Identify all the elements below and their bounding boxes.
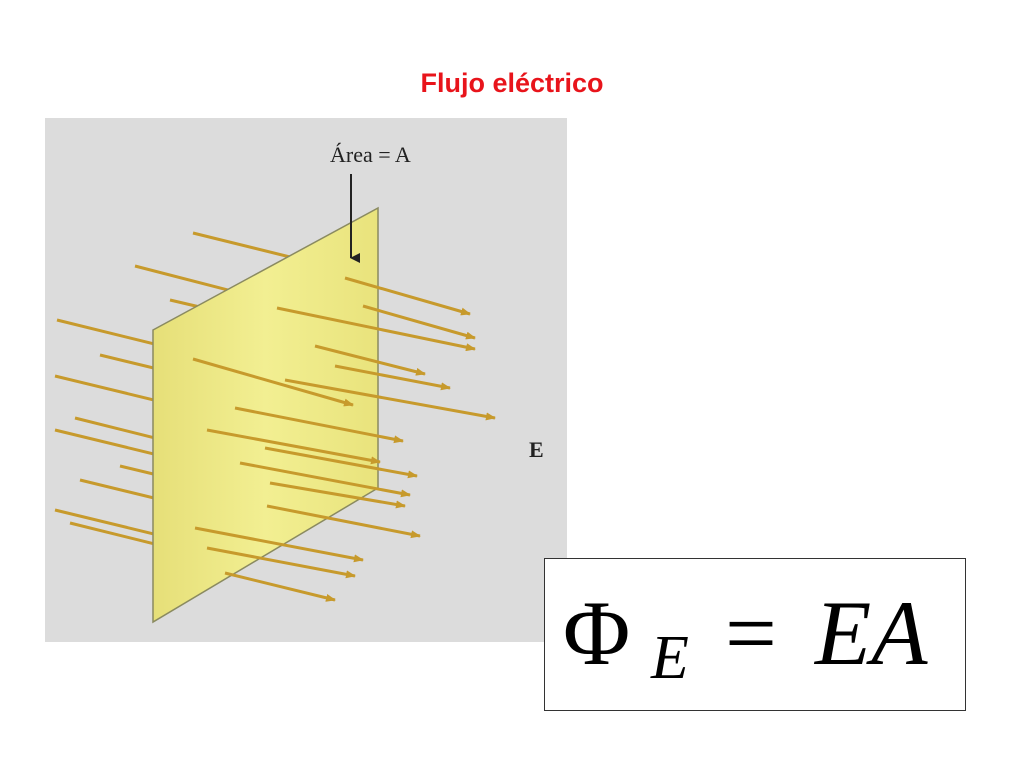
field-lines-front — [192, 276, 496, 602]
flux-formula: Φ E = EA — [545, 565, 965, 705]
slide-title: Flujo eléctrico — [420, 68, 604, 98]
formula-rhs: EA — [815, 582, 928, 684]
flux-subscript: E — [651, 624, 689, 692]
formula-box: Φ E = EA — [544, 558, 966, 711]
equals-sign: = — [725, 582, 777, 684]
flux-symbol: Φ — [563, 582, 631, 684]
area-label: Área = A — [330, 142, 411, 167]
field-label: E — [529, 437, 544, 462]
electric-flux-figure: Área = A E — [45, 118, 567, 642]
